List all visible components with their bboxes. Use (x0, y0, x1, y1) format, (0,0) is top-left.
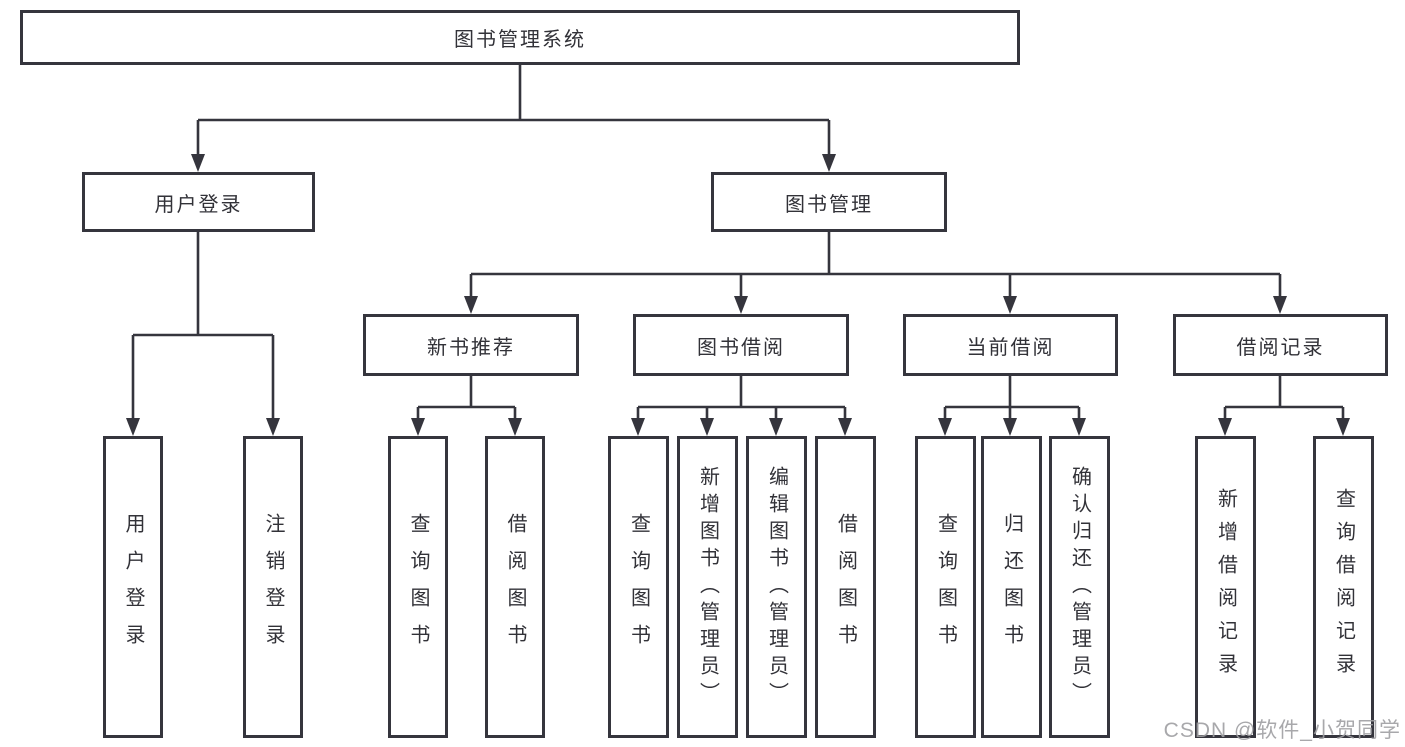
arrowhead (411, 418, 425, 436)
leaf-label: 查询图书 (407, 513, 429, 661)
arrowhead (464, 296, 478, 314)
node-leaf-add-book-admin: 新增图书（管理员） (677, 436, 738, 738)
node-leaf-confirm-return-admin: 确认归还（管理员） (1049, 436, 1110, 738)
node-leaf-query-book-newbook: 查询图书 (388, 436, 448, 738)
arrowhead (1003, 418, 1017, 436)
arrowhead (1218, 418, 1232, 436)
node-leaf-user-login: 用户登录 (103, 436, 163, 738)
node-book-mgmt: 图书管理 (711, 172, 947, 232)
leaf-label: 用户登录 (122, 513, 144, 661)
arrowhead (838, 418, 852, 436)
node-leaf-query-borrow-record: 查询借阅记录 (1313, 436, 1374, 738)
arrowhead (1273, 296, 1287, 314)
arrowhead (1003, 296, 1017, 314)
connector-borrow-record-branch (1223, 376, 1345, 420)
node-user-login: 用户登录 (82, 172, 315, 232)
node-leaf-borrow-book-newbook: 借阅图书 (485, 436, 545, 738)
connector-user-login-branch (131, 232, 275, 420)
arrowhead (266, 418, 280, 436)
leaf-label: 查询借阅记录 (1332, 488, 1355, 686)
leaf-label: 查询图书 (934, 513, 957, 661)
leaf-label: 新增图书（管理员） (696, 465, 719, 709)
leaf-label: 借阅图书 (504, 513, 526, 661)
arrowhead (938, 418, 952, 436)
arrowhead (126, 418, 140, 436)
connector-root-branch (196, 65, 831, 156)
csdn-watermark: CSDN @软件_小贺同学 (1163, 719, 1401, 742)
leaf-label: 归还图书 (1000, 513, 1023, 661)
arrowhead (631, 418, 645, 436)
node-borrow-record: 借阅记录 (1173, 314, 1388, 376)
node-root: 图书管理系统 (20, 10, 1020, 65)
arrowhead (1336, 418, 1350, 436)
leaf-label: 查询图书 (627, 513, 650, 661)
connector-new-book-branch (416, 376, 517, 420)
arrowhead (1072, 418, 1086, 436)
node-leaf-edit-book-admin: 编辑图书（管理员） (746, 436, 807, 738)
leaf-label: 确认归还（管理员） (1068, 465, 1091, 709)
node-leaf-query-book-current: 查询图书 (915, 436, 976, 738)
node-book-borrow: 图书借阅 (633, 314, 849, 376)
arrowhead (734, 296, 748, 314)
connector-book-mgmt-branch (469, 232, 1282, 298)
leaf-label: 新增借阅记录 (1214, 488, 1237, 686)
node-current-borrow: 当前借阅 (903, 314, 1118, 376)
arrowhead (822, 154, 836, 172)
connector-book-borrow-branch (636, 376, 847, 420)
connector-current-borrow-branch (943, 376, 1081, 420)
node-new-book-rec: 新书推荐 (363, 314, 579, 376)
leaf-label: 编辑图书（管理员） (765, 465, 788, 709)
node-leaf-add-borrow-record: 新增借阅记录 (1195, 436, 1256, 738)
node-leaf-borrow-book-borrow: 借阅图书 (815, 436, 876, 738)
node-leaf-query-book-borrow: 查询图书 (608, 436, 669, 738)
node-leaf-logout: 注销登录 (243, 436, 303, 738)
arrowhead (508, 418, 522, 436)
arrowhead (769, 418, 783, 436)
arrowhead (700, 418, 714, 436)
leaf-label: 借阅图书 (834, 513, 857, 661)
arrowhead (191, 154, 205, 172)
node-leaf-return-book: 归还图书 (981, 436, 1042, 738)
leaf-label: 注销登录 (262, 513, 284, 661)
